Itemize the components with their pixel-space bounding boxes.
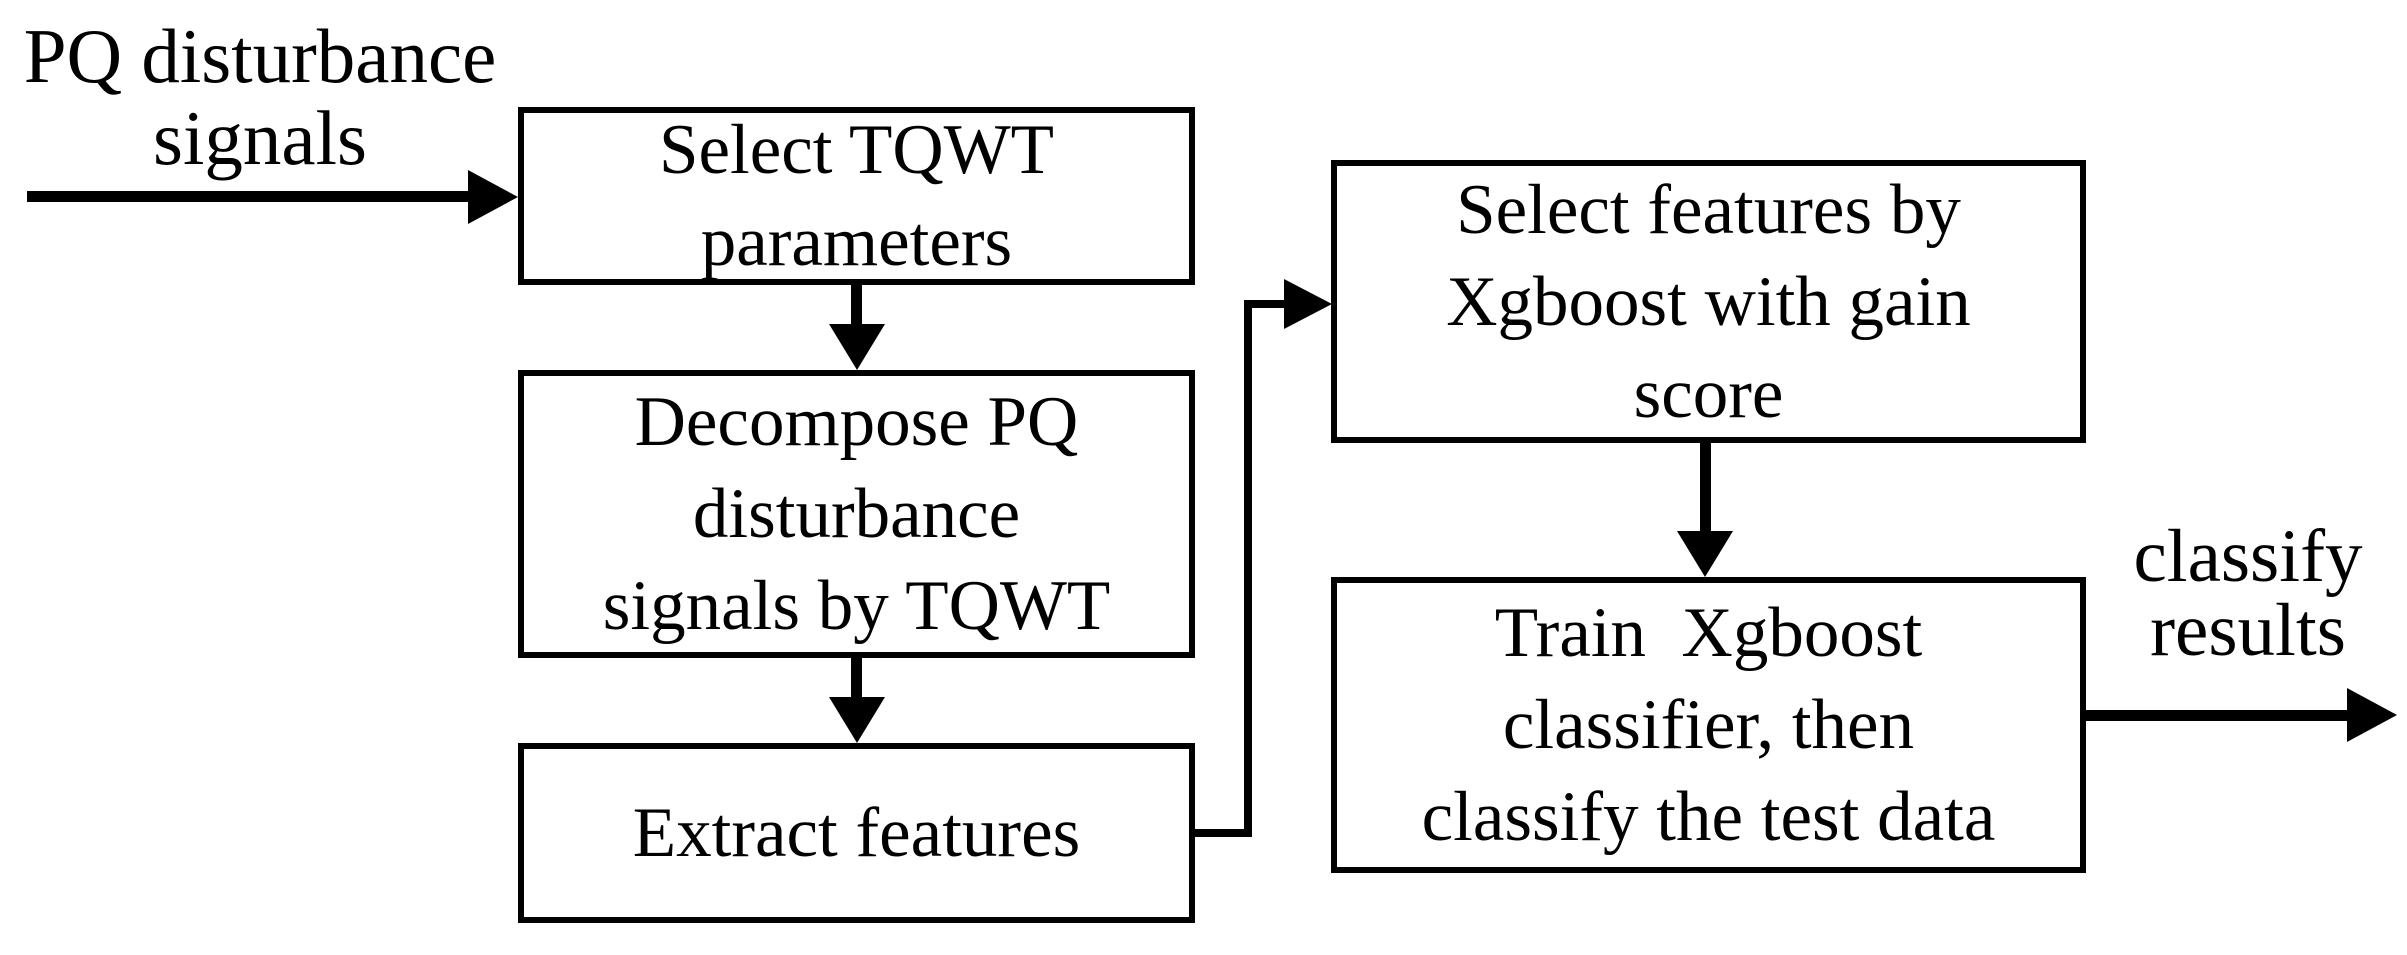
box-extract-features: Extract features	[518, 743, 1195, 923]
output-label-classify-results: classify results	[2133, 515, 2363, 672]
connector-extract-to-select-head-icon	[1284, 279, 1332, 329]
output-arrow-shaft	[2086, 710, 2349, 721]
arrow-params-to-decompose-head-icon	[829, 324, 885, 370]
box-select-tqwt-parameters: Select TQWT parameters	[518, 107, 1195, 285]
box-train-xgboost-classifier: Train Xgboost classifier, then classify …	[1331, 577, 2086, 873]
input-arrow-shaft	[27, 191, 469, 202]
connector-extract-to-select-vertical-segment	[1244, 300, 1252, 837]
arrow-decompose-to-extract-shaft	[851, 658, 862, 699]
box-decompose-pq-signals: Decompose PQ disturbance signals by TQWT	[518, 370, 1195, 658]
input-label-pq-disturbance-signals: PQ disturbance signals	[23, 13, 497, 181]
input-arrow-head-icon	[468, 170, 518, 224]
output-arrow-head-icon	[2347, 688, 2397, 742]
arrow-select-to-train-shaft	[1700, 443, 1711, 533]
connector-extract-to-select-bottom-segment	[1193, 829, 1252, 837]
connector-extract-to-select-top-segment	[1244, 300, 1286, 308]
arrow-decompose-to-extract-head-icon	[829, 697, 885, 743]
arrow-params-to-decompose-shaft	[851, 285, 862, 326]
arrow-select-to-train-head-icon	[1677, 531, 1733, 577]
box-select-features-xgboost: Select features by Xgboost with gain sco…	[1331, 160, 2086, 443]
